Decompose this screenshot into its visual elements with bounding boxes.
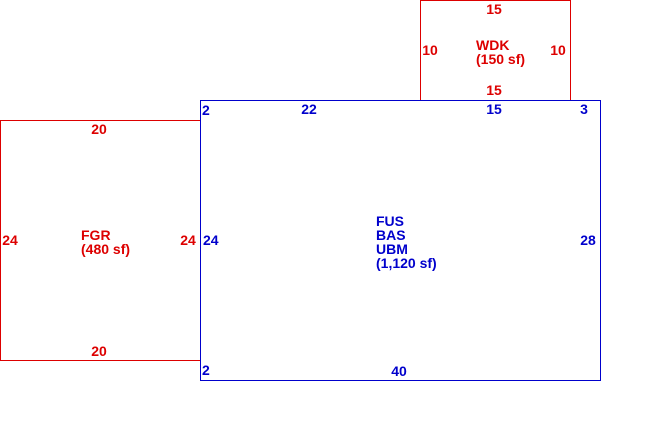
main-code-2: BAS (376, 227, 406, 243)
main-code-3: UBM (376, 241, 408, 257)
main-right-dimension: 28 (580, 232, 596, 248)
main-left-dimension: 24 (203, 232, 219, 248)
main-top-right-dimension: 3 (580, 101, 588, 117)
main-top-dimension-2: 15 (486, 101, 502, 117)
main-top-left-dimension: 2 (202, 102, 210, 118)
main-bottom-left-dimension: 2 (202, 362, 210, 378)
wdk-left-dimension: 10 (422, 42, 438, 58)
wdk-top-dimension: 15 (486, 1, 502, 17)
main-area: (1,120 sf) (376, 255, 437, 271)
fgr-code: FGR (81, 227, 111, 243)
fgr-left-dimension: 24 (2, 232, 18, 248)
fgr-bottom-dimension: 20 (91, 343, 107, 359)
wdk-right-dimension: 10 (550, 42, 566, 58)
main-top-dimension-1: 22 (301, 101, 317, 117)
fgr-area: (480 sf) (81, 241, 130, 257)
area-fgr: 20 24 24 20 FGR (480 sf) (0, 120, 201, 361)
area-wdk: 15 10 10 15 WDK (150 sf) (420, 0, 571, 101)
fgr-top-dimension: 20 (91, 121, 107, 137)
wdk-bottom-dimension: 15 (486, 82, 502, 98)
wdk-code: WDK (476, 37, 509, 53)
area-main: 2 22 15 3 24 28 2 40 FUS BAS UBM (1,120 … (200, 100, 601, 381)
fgr-right-dimension: 24 (180, 232, 196, 248)
main-bottom-dimension: 40 (391, 363, 407, 379)
main-outline (200, 100, 601, 381)
main-code-1: FUS (376, 213, 404, 229)
wdk-area: (150 sf) (476, 51, 525, 67)
